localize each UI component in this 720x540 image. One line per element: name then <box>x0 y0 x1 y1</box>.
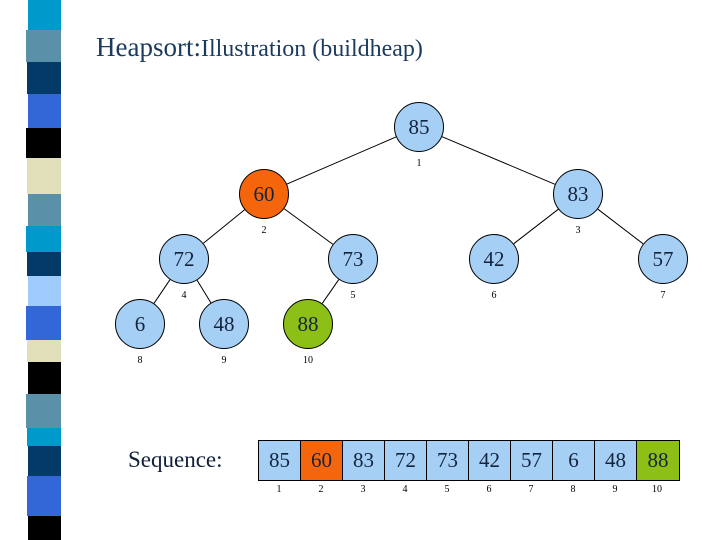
sequence-cell-index: 5 <box>444 484 450 495</box>
tree-edge <box>283 208 334 245</box>
tree-node-index: 6 <box>491 290 497 301</box>
tree-node-index: 9 <box>221 355 227 366</box>
stripe-band <box>28 446 61 476</box>
tree-node[interactable]: 48 <box>199 299 249 349</box>
tree-node[interactable]: 60 <box>239 169 289 219</box>
stripe-band <box>28 194 61 226</box>
sequence-cell-index: 3 <box>360 484 366 495</box>
tree-edge <box>196 280 212 303</box>
stripe-band <box>27 252 61 276</box>
stripe-band <box>28 0 61 30</box>
sequence-cell[interactable]: 57 <box>511 441 553 480</box>
page-title: Heapsort:Illustration (buildheap) <box>96 32 656 63</box>
stripe-band <box>27 340 61 362</box>
sequence-cell[interactable]: 83 <box>343 441 385 480</box>
sequence-cell[interactable]: 88 <box>637 441 679 480</box>
tree-node[interactable]: 73 <box>328 234 378 284</box>
stripe-band <box>27 428 61 446</box>
stripe-band <box>27 62 61 94</box>
tree-node[interactable]: 72 <box>159 234 209 284</box>
sequence-cell[interactable]: 73 <box>427 441 469 480</box>
tree-node-index: 10 <box>303 355 313 366</box>
sequence-cell-index: 4 <box>402 484 408 495</box>
sequence-cell-index: 1 <box>276 484 282 495</box>
sequence-cell[interactable]: 6 <box>553 441 595 480</box>
sequence-cell[interactable]: 60 <box>301 441 343 480</box>
sequence-cell-index: 9 <box>612 484 618 495</box>
sequence-cell-index: 2 <box>318 484 324 495</box>
sequence-cell-index: 8 <box>570 484 576 495</box>
tree-edge <box>286 136 397 185</box>
tree-node[interactable]: 88 <box>283 299 333 349</box>
sequence-cell-index: 10 <box>652 484 662 495</box>
sequence-cell[interactable]: 42 <box>469 441 511 480</box>
tree-node-index: 2 <box>261 225 267 236</box>
stripe-band <box>26 128 61 158</box>
tree-node-index: 4 <box>181 290 187 301</box>
tree-node-index: 7 <box>660 290 666 301</box>
stripe-band <box>26 30 61 62</box>
tree-node[interactable]: 42 <box>469 234 519 284</box>
tree-node-index: 5 <box>350 290 356 301</box>
stripe-band <box>28 516 61 540</box>
sequence-cell[interactable]: 72 <box>385 441 427 480</box>
stripe-band <box>28 276 61 306</box>
tree-node-index: 1 <box>416 158 422 169</box>
page-title-sub: Illustration (buildheap) <box>200 36 423 62</box>
page-title-main: Heapsort: <box>96 32 201 62</box>
stripe-band <box>26 306 61 340</box>
sequence-label: Sequence: <box>128 447 223 472</box>
tree-edge <box>203 209 245 244</box>
tree-edge <box>321 279 340 304</box>
tree-node[interactable]: 85 <box>394 102 444 152</box>
sequence-index-row: 1 2 3 4 5 6 7 8 9 10 <box>258 484 678 495</box>
decorative-stripe <box>26 0 61 540</box>
stripe-band <box>26 394 61 428</box>
tree-node-index: 8 <box>137 355 143 366</box>
tree-edge <box>153 279 171 304</box>
tree-edge <box>441 136 556 185</box>
sequence-cell[interactable]: 85 <box>259 441 301 480</box>
stripe-band <box>28 94 61 128</box>
stripe-band <box>27 158 61 194</box>
tree-node[interactable]: 83 <box>553 169 603 219</box>
tree-node[interactable]: 6 <box>115 299 165 349</box>
sequence-cell-index: 6 <box>486 484 492 495</box>
tree-edge <box>513 208 559 245</box>
tree-edge <box>597 208 644 245</box>
stripe-band <box>26 226 61 252</box>
stripe-band <box>27 476 61 516</box>
sequence-cell-index: 7 <box>528 484 534 495</box>
sequence-cell[interactable]: 48 <box>595 441 637 480</box>
tree-node-index: 3 <box>575 225 581 236</box>
stripe-band <box>28 362 61 394</box>
tree-node[interactable]: 57 <box>638 234 688 284</box>
